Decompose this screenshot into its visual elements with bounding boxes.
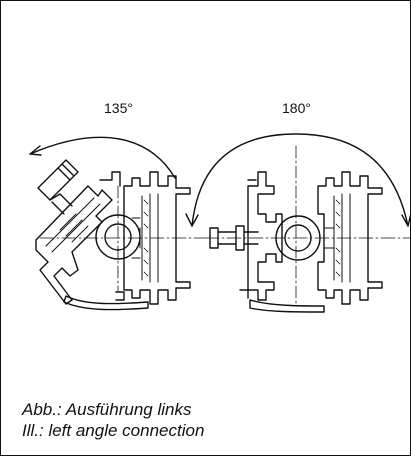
bottom-rail-right xyxy=(249,299,325,313)
hub-circle-right-inner xyxy=(284,224,312,252)
arc-arrowhead-left xyxy=(29,145,42,156)
swing-arc-180 xyxy=(191,133,409,227)
straight-profile-right xyxy=(317,171,383,305)
left-assembly xyxy=(29,136,206,311)
angle-label-180: 180° xyxy=(282,100,311,116)
swing-arc-135 xyxy=(29,136,176,179)
rotated-profile xyxy=(35,185,113,305)
straight-profile-left xyxy=(123,171,191,305)
bottom-rail-left xyxy=(63,295,149,311)
caption-english: Ill.: left angle connection xyxy=(22,421,205,440)
profile-right-left-part xyxy=(247,171,283,301)
caption-german: Abb.: Ausführung links xyxy=(22,400,192,419)
figure-caption: Abb.: Ausführung links Ill.: left angle … xyxy=(22,399,204,441)
rotated-knob xyxy=(37,167,71,201)
hub-circle-left-inner xyxy=(104,223,132,251)
angle-label-135: 135° xyxy=(104,100,133,116)
hub-circle-right-outer xyxy=(275,215,321,261)
arc-arrowhead-a xyxy=(185,213,199,227)
right-assembly xyxy=(185,133,411,313)
horizontal-knob xyxy=(209,227,219,249)
